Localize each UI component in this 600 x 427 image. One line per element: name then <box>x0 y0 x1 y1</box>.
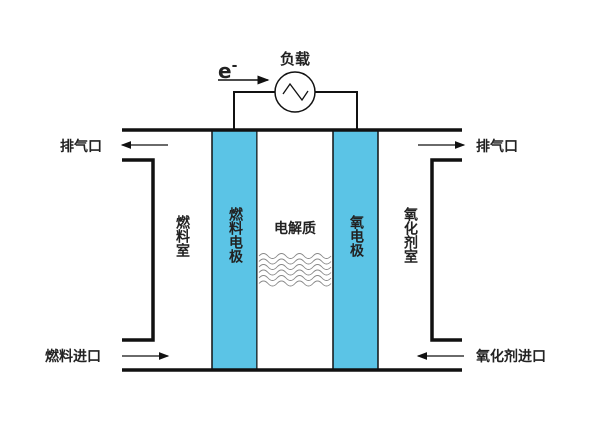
wave-line <box>258 264 332 270</box>
ac-wave-icon <box>282 82 309 102</box>
fuel-chamber-wall <box>122 158 155 342</box>
fuel-inlet-label: 燃料进口 <box>45 348 101 365</box>
load-icon <box>274 71 316 113</box>
oxidant-inlet-label: 氧化剂进口 <box>475 348 546 365</box>
oxidant-chamber-wall <box>430 158 462 342</box>
load-label: 负载 <box>280 50 310 68</box>
wave-line <box>258 275 332 281</box>
oxygen-electrode-label: 氧电极 <box>348 214 365 258</box>
fuel-chamber-label: 燃料室 <box>174 214 190 257</box>
exhaust-left-label: 排气口 <box>60 138 102 155</box>
oxidant-chamber-label: 氧化剂室 <box>402 206 419 263</box>
fuel-electrode <box>211 129 258 371</box>
electrolyte-label: 电解质 <box>274 220 316 237</box>
electron-label: e- <box>218 58 238 83</box>
ion-wave-icon <box>258 253 332 287</box>
wave-line <box>258 280 332 287</box>
exhaust-right-label: 排气口 <box>476 138 518 155</box>
fuel-electrode-label: 燃料电极 <box>227 206 243 264</box>
wave-line <box>258 269 332 276</box>
wave-line <box>258 258 332 265</box>
oxygen-electrode <box>332 129 379 371</box>
electrolyte <box>256 129 334 371</box>
wave-line <box>258 253 332 259</box>
